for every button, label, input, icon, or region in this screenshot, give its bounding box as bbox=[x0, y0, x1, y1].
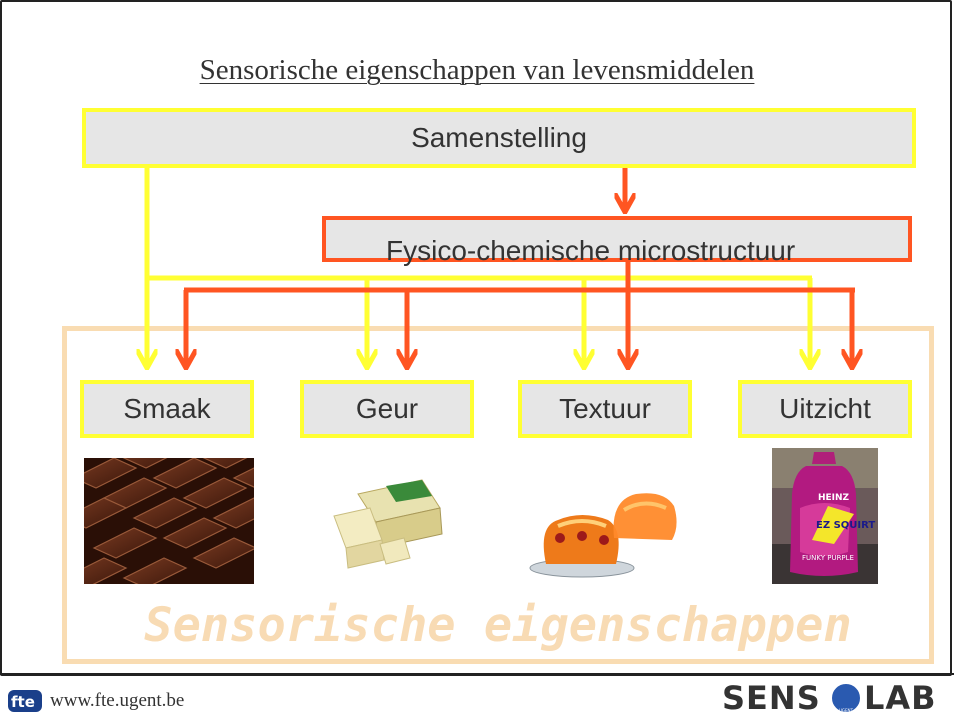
yellow-connectors bbox=[145, 168, 812, 368]
ketchup-bottle-image: HEINZ EZ SQUIRT FUNKY PURPLE bbox=[772, 448, 878, 584]
node-smaak-label: Smaak bbox=[123, 393, 211, 424]
cheese-image bbox=[333, 479, 443, 569]
node-microstructuur: Fysico-chemische microstructuur bbox=[322, 216, 912, 266]
connector-arrows bbox=[0, 168, 954, 672]
bottle-product-text: EZ SQUIRT bbox=[816, 520, 875, 531]
footer-url[interactable]: www.fte.ugent.be bbox=[50, 690, 185, 711]
node-uitzicht: Uitzicht bbox=[738, 380, 912, 438]
bottle-variant-text: FUNKY PURPLE bbox=[802, 554, 854, 562]
node-samenstelling-label: Samenstelling bbox=[411, 122, 587, 153]
slide-title: Sensorische eigenschappen van levensmidd… bbox=[199, 54, 755, 86]
node-textuur-label: Textuur bbox=[559, 393, 651, 424]
chocolate-bar-image bbox=[84, 458, 254, 584]
node-geur-label: Geur bbox=[355, 393, 419, 424]
jelly-pudding-image bbox=[529, 493, 677, 578]
node-geur: Geur bbox=[300, 380, 474, 438]
watermark-text: Sensorische eigenschappen bbox=[144, 598, 852, 653]
fte-logo-text: fte bbox=[11, 693, 35, 711]
slide-frame bbox=[0, 0, 952, 676]
node-uitzicht-label: Uitzicht bbox=[779, 393, 871, 424]
footer-divider bbox=[0, 673, 954, 675]
node-samenstelling: Samenstelling bbox=[82, 108, 916, 168]
ugent-badge-icon bbox=[830, 682, 862, 714]
node-textuur: Textuur bbox=[518, 380, 692, 438]
bottle-brand-text: HEINZ bbox=[818, 493, 850, 503]
sensory-properties-panel bbox=[62, 326, 934, 664]
fte-logo: fte bbox=[8, 690, 42, 712]
node-microstructuur-label: Fysico-chemische microstructuur bbox=[386, 235, 796, 266]
red-connectors bbox=[184, 168, 855, 368]
ugent-badge-text: UGENT bbox=[839, 708, 854, 713]
node-smaak: Smaak bbox=[80, 380, 254, 438]
